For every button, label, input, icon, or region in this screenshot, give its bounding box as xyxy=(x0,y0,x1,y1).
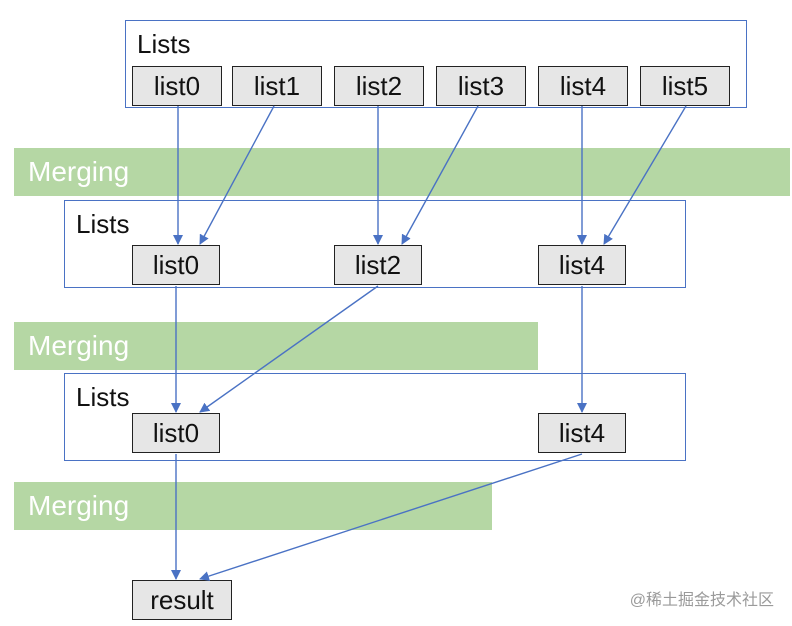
stage1-list4-node: list4 xyxy=(538,66,628,106)
lists-frame-stage-3-label: Lists xyxy=(76,382,130,412)
lists-frame-stage-3: Lists xyxy=(64,373,686,461)
lists-frame-stage-1: Lists xyxy=(125,20,747,108)
stage3-list0-node: list0 xyxy=(132,413,220,453)
merge-band-1: Merging xyxy=(14,148,790,196)
merge-band-2-label: Merging xyxy=(28,330,130,361)
stage1-list1-node: list1 xyxy=(232,66,322,106)
merge-band-3: Merging xyxy=(14,482,492,530)
stage1-list2-node: list2 xyxy=(334,66,424,106)
stage1-list3-node: list3 xyxy=(436,66,526,106)
stage1-list0-node: list0 xyxy=(132,66,222,106)
arrow-s1-list3-to-s2-list2 xyxy=(401,105,479,245)
lists-frame-stage-1-label: Lists xyxy=(137,29,191,59)
merge-band-1-label: Merging xyxy=(28,156,130,187)
stage2-list0-node: list0 xyxy=(132,245,220,285)
arrow-s1-list5-to-s2-list4 xyxy=(603,105,687,245)
merge-band-2: Merging xyxy=(14,322,538,370)
arrow-s3-list4-to-result xyxy=(199,453,583,581)
watermark-text: @稀土掘金技术社区 xyxy=(629,592,774,609)
result-node: result xyxy=(132,580,232,620)
stage3-list4-node: list4 xyxy=(538,413,626,453)
arrow-s2-list2-to-s3-list0 xyxy=(199,285,379,413)
lists-frame-stage-2-label: Lists xyxy=(76,209,130,239)
stage2-list2-node: list2 xyxy=(334,245,422,285)
merge-band-3-label: Merging xyxy=(28,490,130,521)
stage2-list4-node: list4 xyxy=(538,245,626,285)
arrow-s1-list1-to-s2-list0 xyxy=(199,105,275,245)
stage1-list5-node: list5 xyxy=(640,66,730,106)
